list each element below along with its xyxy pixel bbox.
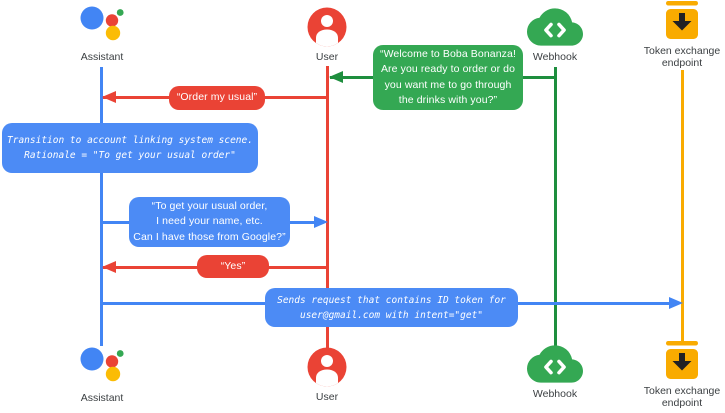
message-yes-text: “Yes”: [220, 259, 246, 272]
token-endpoint-lifeline: [681, 70, 684, 343]
message-yes: “Yes”: [197, 255, 269, 278]
actor-label-token-endpoint: Token exchange endpoint: [643, 385, 721, 409]
actor-label-user: User: [315, 51, 339, 63]
user-icon: [307, 347, 347, 387]
webhook-lifeline: [554, 67, 557, 346]
message-transition-text: Transition to account linking system sce…: [7, 135, 253, 161]
message-welcome-text: “Welcome to Boba Bonanza! Are you ready …: [380, 47, 516, 107]
message-order-text: “Order my usual”: [176, 91, 258, 104]
message-transition-note: Transition to account linking system sce…: [2, 123, 258, 173]
token-endpoint-icon: [666, 341, 698, 379]
actor-token-endpoint-top: Token exchange endpoint: [622, 1, 725, 69]
actor-user-bottom: User: [267, 347, 387, 403]
actor-label-webhook: Webhook: [532, 388, 578, 400]
message-welcome: “Welcome to Boba Bonanza! Are you ready …: [373, 45, 523, 110]
arrowhead-right: [669, 297, 683, 309]
actor-assistant-top: Assistant: [42, 3, 162, 63]
actor-token-endpoint-bottom: Token exchange endpoint: [622, 341, 725, 409]
arrowhead-left: [102, 91, 116, 103]
arrowhead-left: [329, 71, 343, 83]
webhook-cloud-icon: [527, 345, 583, 383]
actor-label-assistant: Assistant: [80, 392, 124, 404]
arrowhead-left: [102, 261, 116, 273]
token-endpoint-icon: [666, 1, 698, 39]
actor-label-token-endpoint: Token exchange endpoint: [643, 45, 721, 69]
message-ask-text: “To get your usual order, I need your na…: [133, 199, 286, 243]
user-icon: [307, 7, 347, 47]
message-ask-account-linking: “To get your usual order, I need your na…: [129, 197, 290, 247]
actor-assistant-bottom: Assistant: [42, 344, 162, 404]
message-sends-text: Sends request that contains ID token for…: [277, 294, 506, 321]
google-assistant-icon: [80, 347, 124, 382]
assistant-lifeline: [100, 67, 103, 346]
user-lifeline: [326, 66, 329, 348]
actor-label-user: User: [315, 391, 339, 403]
actor-label-webhook: Webhook: [532, 51, 578, 63]
actor-webhook-top: Webhook: [495, 7, 615, 63]
actor-webhook-bottom: Webhook: [495, 344, 615, 400]
arrowhead-right: [314, 216, 328, 228]
actor-user-top: User: [267, 7, 387, 63]
message-sends-id-token: Sends request that contains ID token for…: [265, 288, 518, 327]
webhook-cloud-icon: [527, 8, 583, 46]
google-assistant-icon: [80, 6, 124, 41]
actor-label-assistant: Assistant: [80, 51, 124, 63]
message-order-my-usual: “Order my usual”: [169, 86, 265, 110]
